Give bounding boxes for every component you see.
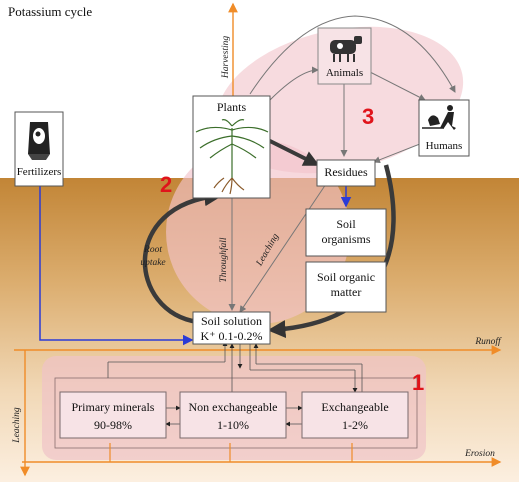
primary-minerals-box: [59, 391, 167, 439]
humans-icon: [422, 105, 456, 130]
exchangeable-label: Exchangeable: [321, 400, 389, 414]
throughfall-label: Throughfall: [219, 237, 229, 283]
exchangeable-box: [301, 391, 409, 439]
residues-label: Residues: [324, 165, 368, 179]
zone-marker-2: 2: [160, 172, 173, 197]
primary-minerals-value: 90-98%: [94, 418, 132, 432]
animals-label: Animals: [325, 67, 364, 79]
humans-label: Humans: [425, 140, 463, 152]
cow-icon: [330, 36, 362, 62]
fertilizers-label: Fertilizers: [16, 166, 62, 178]
harvesting-label: Harvesting: [221, 35, 231, 79]
zone-marker-1: 1: [412, 370, 425, 395]
soil-organic-matter-label: Soil organic matter: [316, 270, 376, 299]
primary-minerals-label: Primary minerals: [71, 400, 155, 414]
soil-organic-matter-box: [305, 261, 387, 313]
soil-solution-label: Soil solution: [200, 314, 262, 328]
non-exchangeable-label: Non exchangeable: [188, 400, 278, 414]
soil-solution-value: K⁺ 0.1-0.2%: [200, 329, 263, 343]
fertilizer-bag-icon: [28, 122, 50, 160]
leaching-left-label: Leaching: [12, 407, 22, 443]
non-exchangeable-value: 1-10%: [217, 418, 249, 432]
plant-icon: [195, 119, 269, 195]
root-uptake-label-line1: Root: [144, 245, 162, 255]
erosion-label: Erosion: [465, 449, 495, 459]
exchangeable-value: 1-2%: [342, 418, 368, 432]
non-exchangeable-box: [179, 391, 287, 439]
plants-label: Plants: [216, 100, 247, 114]
runoff-label: Runoff: [475, 337, 501, 347]
residues-box: [316, 159, 376, 187]
zone-marker-3: 3: [362, 104, 375, 129]
soil-organisms-label: Soil organisms: [321, 217, 371, 246]
root-uptake-label-line2: uptake: [140, 258, 166, 268]
soil-solution-box: [192, 311, 271, 345]
animals-box: [317, 27, 372, 85]
soil-organisms-box: [305, 208, 387, 257]
diagram-title: Potassium cycle: [8, 4, 93, 19]
zone-3-highlight: [216, 26, 464, 174]
